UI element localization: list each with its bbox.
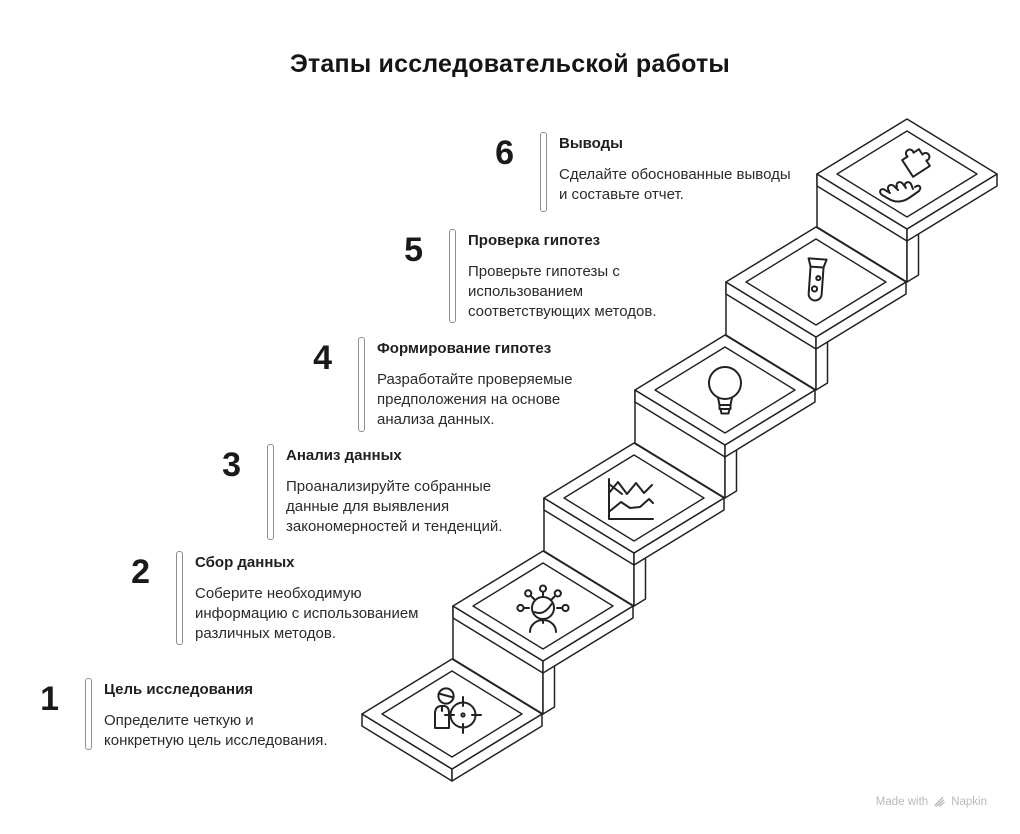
stair-step-2 [452, 550, 634, 715]
stair-step-5 [725, 226, 907, 391]
step-title: Формирование гипотез [377, 340, 552, 357]
step-divider-bar [267, 444, 274, 540]
step-description: Определите четкую и конкретную цель иссл… [104, 712, 328, 749]
step-description: Разработайте проверяемые предположения н… [377, 371, 573, 428]
step-divider-bar [176, 551, 183, 645]
watermark-prefix: Made with [875, 795, 929, 808]
person-target-icon [434, 687, 482, 734]
step-number: 3 [222, 446, 241, 484]
step-title: Цель исследования [104, 681, 254, 698]
lightbulb-icon [708, 366, 742, 415]
step-title: Проверка гипотез [468, 232, 601, 249]
step-divider-bar [358, 337, 365, 432]
step-description: Соберите необходимую информацию с исполь… [195, 585, 419, 642]
step-divider-bar [85, 678, 92, 750]
test-tube-icon [807, 257, 828, 302]
step-description: Сделайте обоснованные выводы и составьте… [559, 166, 791, 203]
step-description: Проанализируйте собранные данные для выя… [286, 478, 503, 535]
step-number: 5 [404, 231, 423, 269]
step-number: 4 [313, 339, 332, 377]
stair-step-1 [361, 658, 543, 782]
stair-step-4 [634, 334, 816, 499]
step-number: 6 [495, 134, 514, 172]
step-title: Выводы [559, 135, 623, 152]
stair-step-6 [816, 118, 998, 283]
step-number: 1 [40, 680, 59, 718]
step-divider-bar [540, 132, 547, 212]
page-title: Этапы исследовательской работы [290, 50, 730, 78]
watermark-brand: Napkin [951, 795, 987, 808]
step-description: Проверьте гипотезы с использованием соот… [468, 263, 657, 320]
step-number: 2 [131, 553, 150, 591]
gather-sources-icon [516, 584, 570, 633]
step-title: Сбор данных [195, 554, 295, 571]
stair-step-3 [543, 442, 725, 607]
puzzle-hand-icon [879, 148, 931, 203]
line-chart-icon [608, 478, 654, 520]
step-divider-bar [449, 229, 456, 323]
step-title: Анализ данных [286, 447, 402, 464]
feather-icon [934, 796, 945, 807]
watermark: Made with Napkin [876, 795, 987, 808]
